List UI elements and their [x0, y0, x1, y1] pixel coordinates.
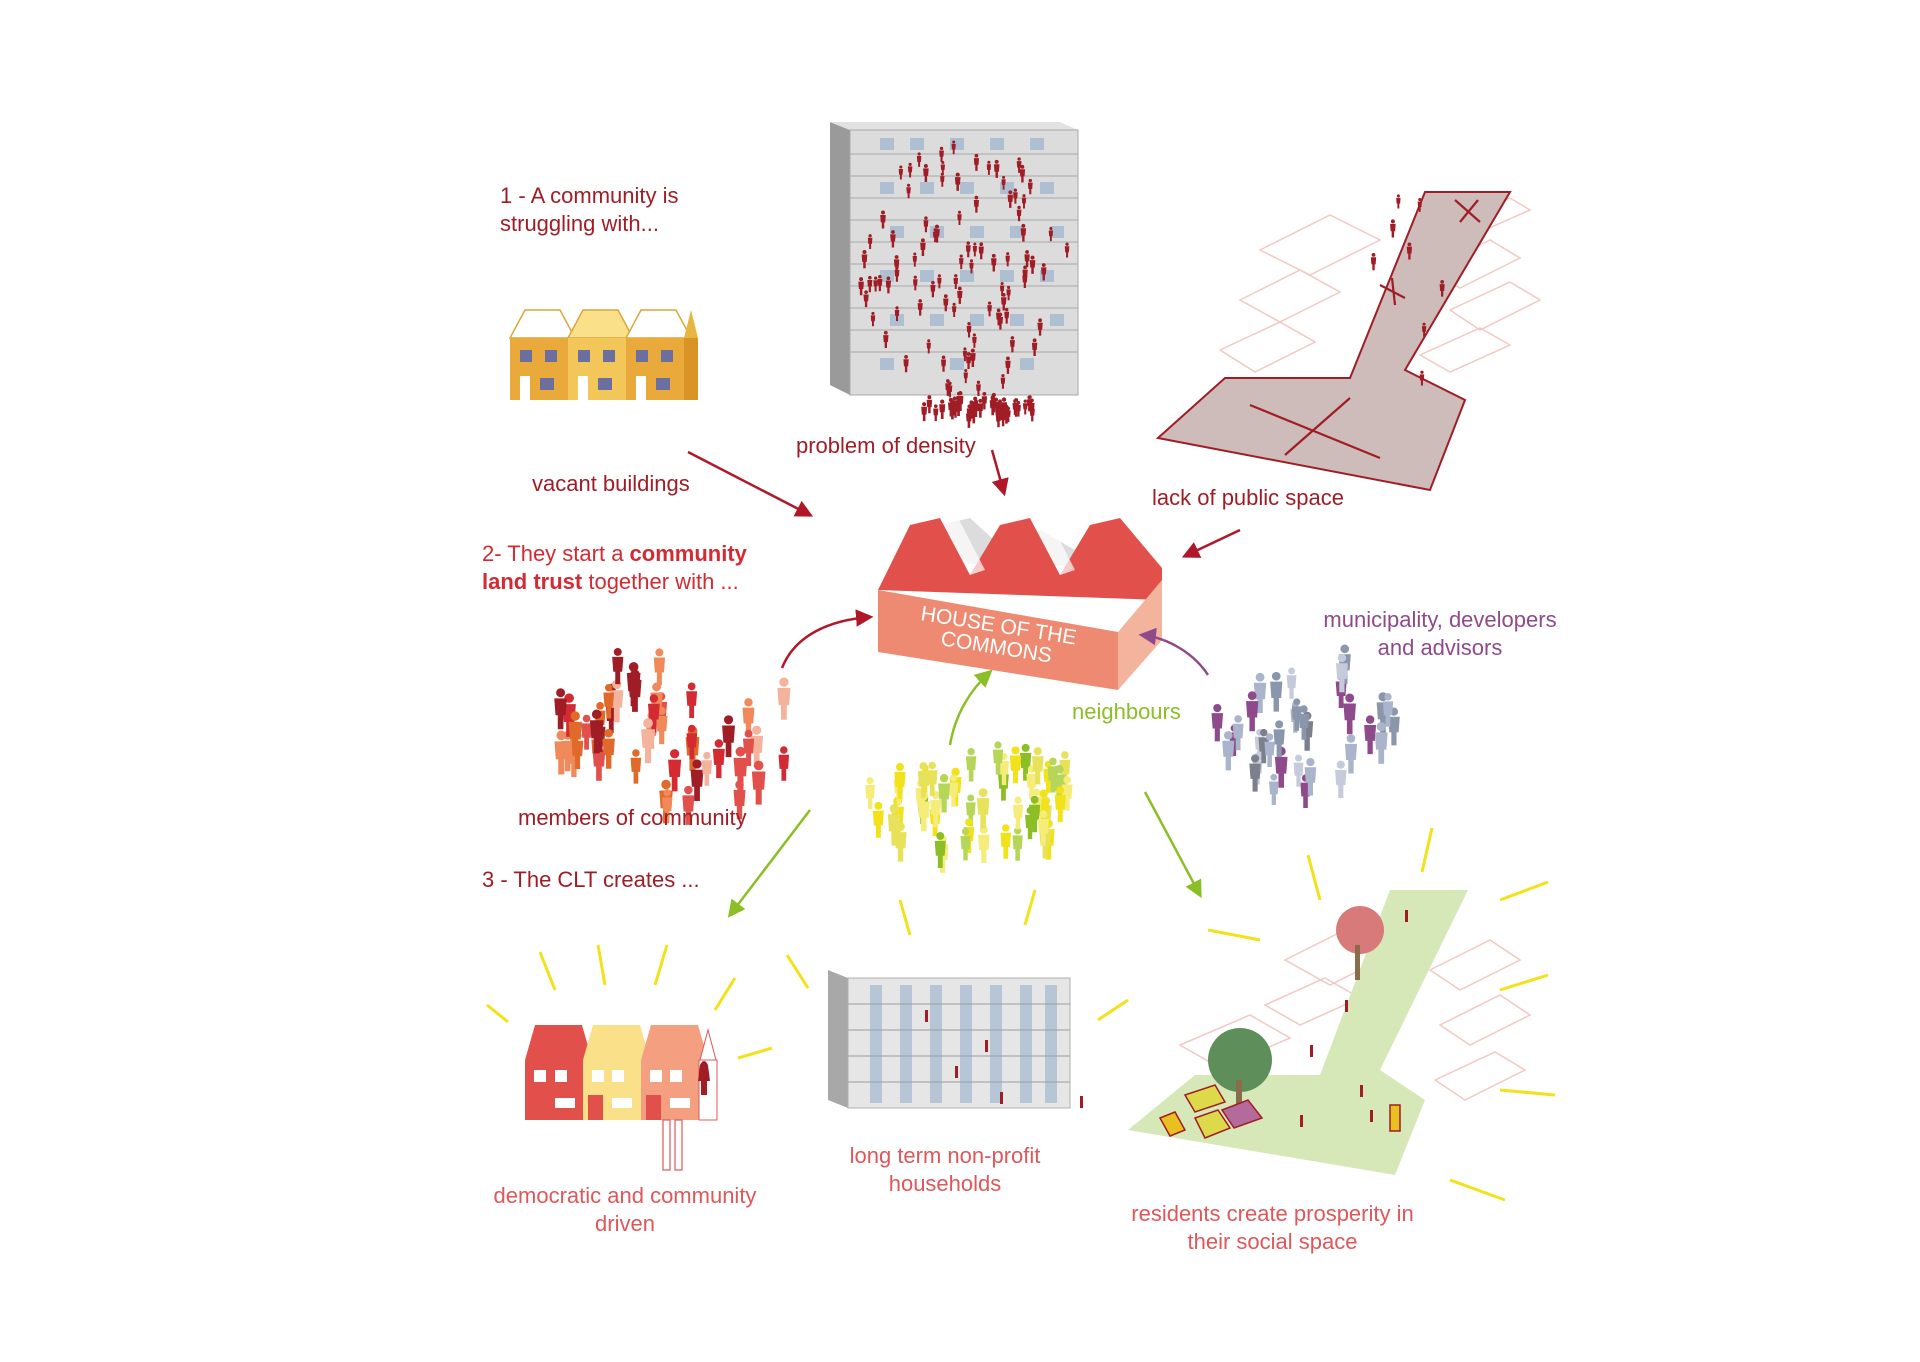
vacant-houses-illustration — [508, 309, 698, 400]
green-street-illustration — [1128, 890, 1532, 1175]
community-houses-illustration — [525, 1025, 718, 1171]
nonprofit-building-illustration — [828, 970, 1083, 1109]
democratic-line2: driven — [595, 1211, 655, 1236]
house-of-the-commons: HOUSE OF THE COMMONS — [878, 512, 1162, 690]
dense-tower-illustration — [830, 122, 1079, 428]
label-members-of-community: members of community — [518, 805, 747, 830]
step1-line1: 1 - A community is — [500, 183, 679, 208]
arrow-vacant-to-house — [687, 450, 814, 517]
democratic-line1: democratic and community — [493, 1183, 757, 1208]
label-problem-of-density: problem of density — [796, 433, 976, 458]
street-plan-illustration — [1155, 191, 1542, 492]
step3-heading: 3 - The CLT creates ... — [482, 867, 700, 892]
municipality-crowd — [1211, 644, 1400, 809]
longterm-line1: long term non-profit — [849, 1143, 1041, 1168]
arrow-house-to-prosperity — [1143, 791, 1202, 899]
step2-bold1: community — [629, 541, 747, 566]
label-democratic: democratic and community driven — [470, 1182, 780, 1238]
label-vacant-buildings: vacant buildings — [532, 471, 690, 496]
label-residents-prosperity: residents create prosperity in their soc… — [1105, 1200, 1440, 1256]
arrow-space-to-house — [1181, 528, 1241, 558]
step2-bold2: land trust — [482, 569, 583, 594]
step2-post: together with ... — [582, 569, 739, 594]
longterm-line2: households — [888, 1171, 1002, 1196]
arrow-municipality-to-house — [1138, 627, 1210, 676]
arrows — [687, 449, 1241, 918]
step2-pre: 2- They start a — [482, 541, 630, 566]
label-lack-of-public-space: lack of public space — [1152, 485, 1344, 510]
label-municipality: municipality, developers and advisors — [1315, 606, 1565, 662]
label-long-term: long term non-profit households — [820, 1142, 1070, 1198]
arrow-density-to-house — [990, 449, 1009, 497]
neighbours-crowd — [865, 741, 1073, 873]
step1-line2: struggling with... — [500, 211, 659, 236]
residents-line1: residents create prosperity in — [1131, 1201, 1414, 1226]
members-of-community-crowd — [554, 647, 791, 825]
step2-heading: 2- They start a community land trust tog… — [482, 540, 747, 596]
arrow-neighbours-to-house — [948, 669, 993, 746]
rays — [486, 827, 1556, 1202]
label-neighbours: neighbours — [1072, 699, 1181, 724]
municipality-line2: and advisors — [1377, 635, 1503, 660]
arrow-house-to-democratic — [727, 809, 811, 918]
municipality-line1: municipality, developers — [1323, 607, 1557, 632]
residents-line2: their social space — [1187, 1229, 1358, 1254]
step1-heading: 1 - A community is struggling with... — [500, 182, 679, 238]
arrow-members-to-house — [780, 609, 874, 669]
